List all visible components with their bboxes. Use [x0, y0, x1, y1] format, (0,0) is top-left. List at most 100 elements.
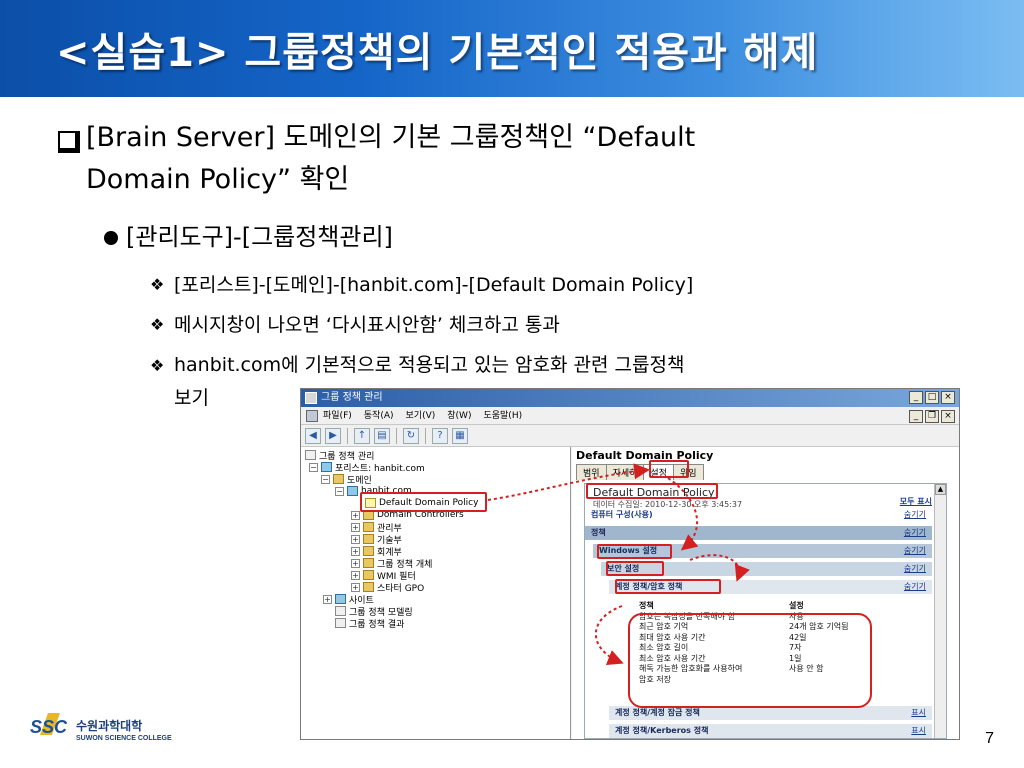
tree-item-results[interactable]: 그룹 정책 결과: [335, 617, 404, 630]
menu-window[interactable]: 창(W): [447, 411, 472, 421]
diamond-bullet-icon: ❖: [150, 356, 165, 375]
highlight-oval-password-settings: [628, 613, 872, 708]
section-kerberos-policy: 계정 정책/Kerberos 정책 표시: [609, 724, 932, 738]
table-row: 암호 저장: [639, 674, 671, 684]
toolbar-separator: [425, 427, 426, 444]
slide-title: <실습1> 그룹정책의 기본적인 적용과 해제: [56, 30, 819, 76]
refresh-icon[interactable]: ↻: [403, 427, 419, 444]
expand-icon[interactable]: +: [351, 582, 360, 592]
folder-icon: [363, 582, 374, 592]
child-minimize-button[interactable]: _: [909, 410, 923, 423]
back-arrow-icon[interactable]: ◀: [305, 427, 321, 444]
collapse-icon[interactable]: −: [321, 474, 330, 484]
logo-english-name: SUWON SCIENCE COLLEGE: [76, 735, 172, 742]
toolbar: ◀ ▶ ↑ ▤ ↻ ? ▦: [301, 425, 959, 447]
ou-folder-icon: [363, 546, 374, 556]
window-title: 그룹 정책 관리: [321, 392, 383, 403]
collapse-icon[interactable]: −: [309, 462, 318, 472]
tab-details[interactable]: 자세히: [605, 464, 645, 480]
tree-item-sites[interactable]: + 사이트: [323, 594, 374, 606]
tree-item-hanbit[interactable]: − hanbit.com: [335, 486, 412, 496]
expand-icon[interactable]: +: [323, 594, 332, 604]
menu-bar: 파일(F) 동작(A) 보기(V) 창(W) 도움말(H) _ ❐ ×: [301, 407, 959, 425]
highlight-box-windows-settings: [597, 544, 672, 559]
menu-action[interactable]: 동작(A): [363, 411, 394, 421]
forest-icon: [321, 462, 332, 472]
tree-item-default-domain-policy[interactable]: Default Domain Policy: [365, 497, 478, 509]
expand-icon[interactable]: +: [351, 510, 360, 520]
college-logo: SSC 수원과학대학 SUWON SCIENCE COLLEGE: [30, 713, 190, 755]
table-row: 최근 암호 기억 24개 암호 기억됨: [639, 622, 849, 631]
toolbar-separator: [347, 427, 348, 444]
section-password-policy: 계정 정책/암호 정책 숨기기: [609, 580, 932, 594]
hide-link[interactable]: 숨기기: [903, 528, 926, 537]
diamond-bullet-icon: ❖: [150, 275, 165, 294]
hide-link[interactable]: 숨기기: [903, 510, 926, 519]
tree-item-modeling[interactable]: 그룹 정책 모델링: [335, 605, 413, 618]
section-security-settings: 보안 설정 숨기기: [601, 562, 932, 576]
properties-icon[interactable]: ▦: [452, 427, 468, 444]
tree-item-wmi-filters[interactable]: + WMI 필터: [351, 570, 416, 582]
tree-item-domains[interactable]: − 도메인: [321, 474, 372, 486]
ou-folder-icon: [363, 522, 374, 532]
ou-folder-icon: [363, 534, 374, 544]
forward-arrow-icon[interactable]: ▶: [325, 427, 341, 444]
table-row: 최소 암호 사용 기간 1일: [639, 653, 802, 663]
scrollbar[interactable]: ▲: [934, 484, 946, 738]
bullet-3: [포리스트]-[도메인]-[hanbit.com]-[Default Domai…: [174, 274, 694, 296]
show-hide-tree-icon[interactable]: ▤: [374, 427, 390, 444]
diamond-bullet-icon: ❖: [150, 315, 165, 334]
expand-icon[interactable]: +: [351, 570, 360, 580]
round-bullet-icon: [104, 231, 118, 245]
highlight-box-password-policy: [615, 579, 721, 594]
menu-file[interactable]: 파일(F): [323, 411, 352, 421]
section-computer-config: 컴퓨터 구성(사용) 숨기기: [585, 508, 932, 522]
section-lockout-policy: 계정 정책/계정 잠금 정책 표시: [609, 706, 932, 720]
console-icon: [305, 450, 316, 460]
child-close-button[interactable]: ×: [941, 410, 955, 423]
menu-view[interactable]: 보기(V): [405, 411, 436, 421]
up-folder-icon[interactable]: ↑: [354, 427, 370, 444]
tree-item-forest[interactable]: − 포리스트: hanbit.com: [309, 462, 425, 474]
tree-item-engineering[interactable]: + 기술부: [351, 534, 402, 546]
hide-link[interactable]: 숨기기: [903, 546, 926, 555]
hide-link[interactable]: 숨기기: [903, 564, 926, 573]
show-link[interactable]: 표시: [911, 708, 926, 717]
bullet-2: [관리도구]-[그룹정책관리]: [126, 223, 393, 251]
maximize-button[interactable]: □: [925, 391, 939, 404]
minimize-button[interactable]: _: [909, 391, 923, 404]
details-title: Default Domain Policy: [576, 449, 714, 462]
title-banner: <실습1> 그룹정책의 기본적인 적용과 해제: [0, 0, 1024, 97]
page-number: 7: [985, 730, 994, 747]
tree-item-gpo-objects[interactable]: + 그룹 정책 개체: [351, 558, 433, 570]
expand-icon[interactable]: +: [351, 522, 360, 532]
show-link[interactable]: 표시: [911, 726, 926, 735]
tree-item-starter-gpo[interactable]: + 스타터 GPO: [351, 582, 425, 594]
highlight-box-settings-tab: [649, 460, 689, 478]
highlight-box-default-policy: [360, 492, 487, 512]
tree-item-management[interactable]: + 관리부: [351, 522, 402, 534]
results-icon: [335, 618, 346, 628]
tree-item-accounting[interactable]: + 회계부: [351, 546, 402, 558]
highlight-box-report-title: [586, 483, 718, 499]
close-button[interactable]: ×: [941, 391, 955, 404]
document-icon: [306, 410, 318, 422]
help-icon[interactable]: ?: [432, 427, 448, 444]
gpmc-window: 그룹 정책 관리 _ □ × 파일(F) 동작(A) 보기(V) 창(W) 도움…: [300, 388, 960, 740]
folder-icon: [363, 558, 374, 568]
child-restore-button[interactable]: ❐: [925, 410, 939, 423]
collapse-icon[interactable]: −: [335, 486, 344, 496]
show-all-link[interactable]: 모두 표시: [899, 497, 932, 506]
tab-scope[interactable]: 범위: [576, 464, 607, 480]
policy-link-icon: [365, 498, 376, 508]
menu-help[interactable]: 도움말(H): [483, 411, 523, 421]
sites-icon: [335, 594, 346, 604]
expand-icon[interactable]: +: [351, 558, 360, 568]
password-policy-table: 정책 설정 암호는 복잡성을 만족해야 함 사용 최근 암호 기억 24개 암호…: [639, 600, 849, 684]
hide-link[interactable]: 숨기기: [903, 582, 926, 591]
bullet-5-line-2: 보기: [174, 387, 209, 409]
expand-icon[interactable]: +: [351, 534, 360, 544]
scroll-up-arrow-icon[interactable]: ▲: [935, 484, 946, 495]
expand-icon[interactable]: +: [351, 546, 360, 556]
tree-item-gpmc[interactable]: 그룹 정책 관리: [305, 449, 374, 462]
